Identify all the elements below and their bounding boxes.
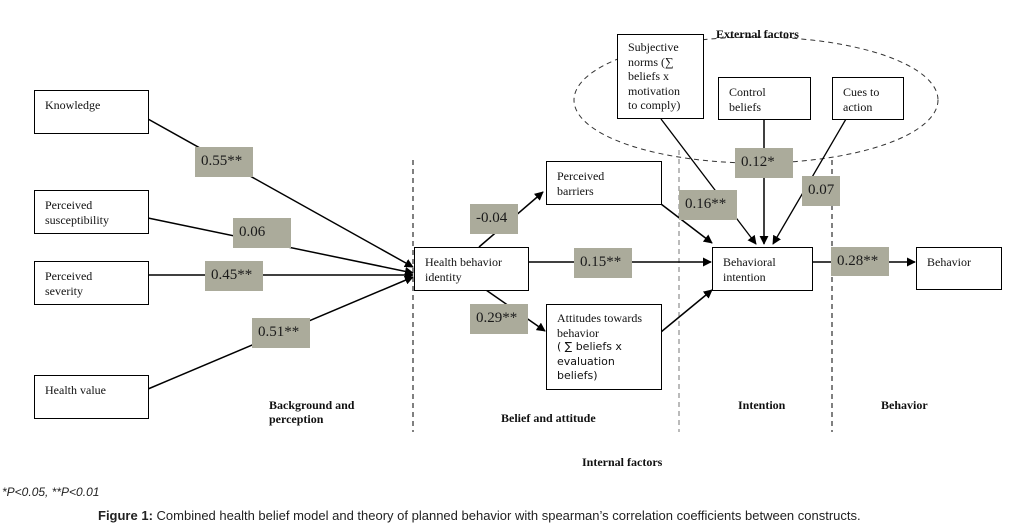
line: evaluation bbox=[557, 354, 615, 368]
line: behavior bbox=[557, 325, 599, 340]
node-control-beliefs: Control beliefs bbox=[718, 77, 811, 120]
coef-control-intention: 0.12* bbox=[735, 148, 793, 178]
line: Subjective bbox=[628, 40, 679, 54]
figure-caption-label: Figure 1: bbox=[98, 508, 153, 523]
node-perceived-susceptibility: Perceived susceptibility bbox=[34, 190, 149, 234]
coef-susceptibility-identity: 0.06 bbox=[233, 218, 291, 248]
line: Attitudes towards bbox=[557, 311, 642, 325]
node-knowledge: Knowledge bbox=[34, 90, 149, 134]
node-health-behavior-identity: Health behavior identity bbox=[414, 247, 529, 291]
node-health-value-label: Health value bbox=[45, 383, 106, 397]
line: beliefs bbox=[729, 99, 761, 114]
node-perceived-barriers: Perceived barriers bbox=[546, 161, 662, 205]
node-knowledge-label: Knowledge bbox=[45, 98, 101, 112]
node-behavioral-intention: Behavioral intention bbox=[712, 247, 813, 291]
node-behavior: Behavior bbox=[916, 247, 1002, 290]
line: Perceived bbox=[45, 198, 93, 212]
coef-norms-intention: 0.16** bbox=[679, 190, 737, 220]
line: norms (∑ bbox=[628, 54, 674, 69]
line: Cues to bbox=[843, 85, 880, 99]
coef-identity-intention: 0.15** bbox=[574, 248, 632, 278]
edge-attitudes-intention bbox=[660, 289, 713, 333]
node-behavior-label: Behavior bbox=[927, 255, 971, 269]
line: beliefs x bbox=[628, 69, 669, 83]
line: barriers bbox=[557, 183, 594, 198]
line: Health behavior bbox=[425, 255, 502, 269]
coef-identity-barriers: -0.04 bbox=[470, 204, 518, 234]
figure-caption-text: Combined health belief model and theory … bbox=[152, 508, 861, 523]
section-label-belief: Belief and attitude bbox=[501, 411, 596, 425]
coef-knowledge-identity: 0.55** bbox=[195, 147, 253, 177]
coef-cues-intention: 0.07 bbox=[802, 176, 840, 206]
line: ( ∑ beliefs x bbox=[557, 340, 622, 353]
significance-footnote: *P<0.05, **P<0.01 bbox=[2, 485, 100, 499]
node-perceived-severity: Perceived severity bbox=[34, 261, 149, 305]
line: to comply) bbox=[628, 98, 681, 112]
line: action bbox=[843, 99, 873, 114]
edge-barriers-intention bbox=[660, 203, 713, 244]
line: Perceived bbox=[45, 269, 93, 283]
external-factors-ellipse bbox=[573, 36, 939, 164]
figure-caption: Figure 1: Combined health belief model a… bbox=[98, 508, 861, 523]
external-factors-label: External factors bbox=[716, 27, 799, 41]
line: intention bbox=[723, 269, 766, 284]
section-label-intention: Intention bbox=[738, 398, 786, 412]
internal-factors-label: Internal factors bbox=[582, 455, 663, 469]
coef-severity-identity: 0.45** bbox=[205, 261, 263, 291]
line: beliefs) bbox=[557, 369, 598, 382]
coef-intention-behavior: 0.28** bbox=[831, 247, 889, 276]
line: Perceived bbox=[557, 169, 605, 183]
line: perception bbox=[269, 412, 324, 426]
node-health-value: Health value bbox=[34, 375, 149, 419]
section-label-behavior: Behavior bbox=[881, 398, 928, 412]
line: Background and bbox=[269, 398, 355, 412]
coef-healthvalue-identity: 0.51** bbox=[252, 318, 310, 348]
line: severity bbox=[45, 283, 83, 298]
line: susceptibility bbox=[45, 212, 109, 227]
line: motivation bbox=[628, 83, 680, 98]
line: Control bbox=[729, 85, 766, 99]
coef-identity-attitudes: 0.29** bbox=[470, 304, 528, 334]
edge-norms-intention bbox=[660, 118, 757, 245]
node-cues-to-action: Cues to action bbox=[832, 77, 904, 120]
node-attitudes-towards-behavior: Attitudes towards behavior ( ∑ beliefs x… bbox=[546, 304, 662, 390]
section-label-background: Background and perception bbox=[269, 398, 354, 426]
edge-knowledge-identity bbox=[147, 118, 414, 268]
line: identity bbox=[425, 269, 462, 284]
node-subjective-norms: Subjective norms (∑ beliefs x motivation… bbox=[617, 34, 704, 119]
line: Behavioral bbox=[723, 255, 776, 269]
